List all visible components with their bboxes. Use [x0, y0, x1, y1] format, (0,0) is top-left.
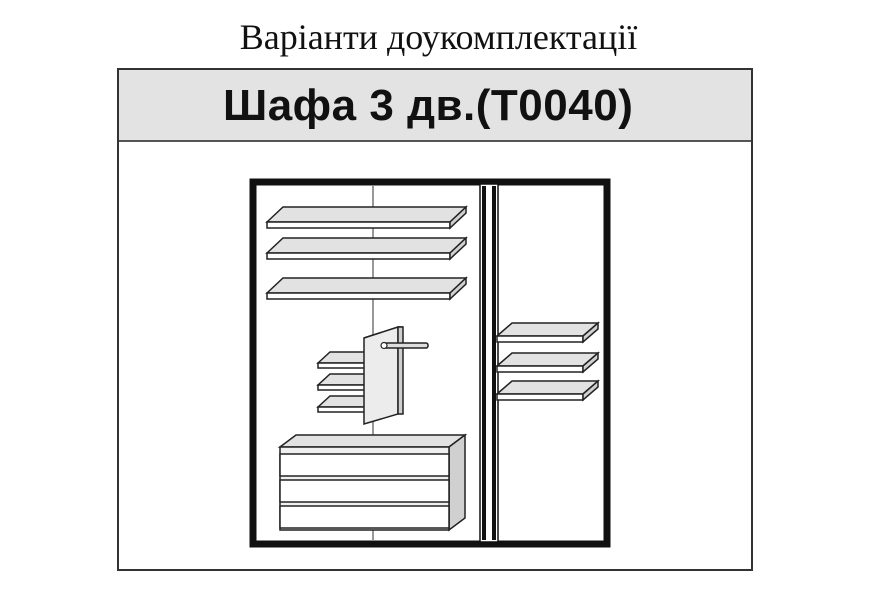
shelf-large-1 — [265, 205, 468, 230]
page-title: Варіанти доукомплектації — [239, 17, 638, 57]
right-shelf-3 — [494, 379, 601, 402]
small-shelf-2 — [316, 373, 373, 391]
hanging-rail — [380, 341, 429, 350]
small-shelf-3 — [316, 395, 373, 413]
shelf-large-3 — [265, 276, 468, 301]
right-shelf-2 — [494, 351, 601, 374]
drawer-unit — [277, 433, 468, 532]
card-header: Шафа 3 дв.(Т0040) — [119, 70, 751, 142]
vertical-panel — [363, 325, 404, 426]
drawer-2 — [279, 479, 450, 503]
drawer-3 — [279, 505, 450, 529]
right-shelf-1 — [494, 321, 601, 344]
drawer-1 — [279, 453, 450, 477]
card-heading: Шафа 3 дв.(Т0040) — [223, 81, 634, 130]
shelf-large-2 — [265, 236, 468, 261]
